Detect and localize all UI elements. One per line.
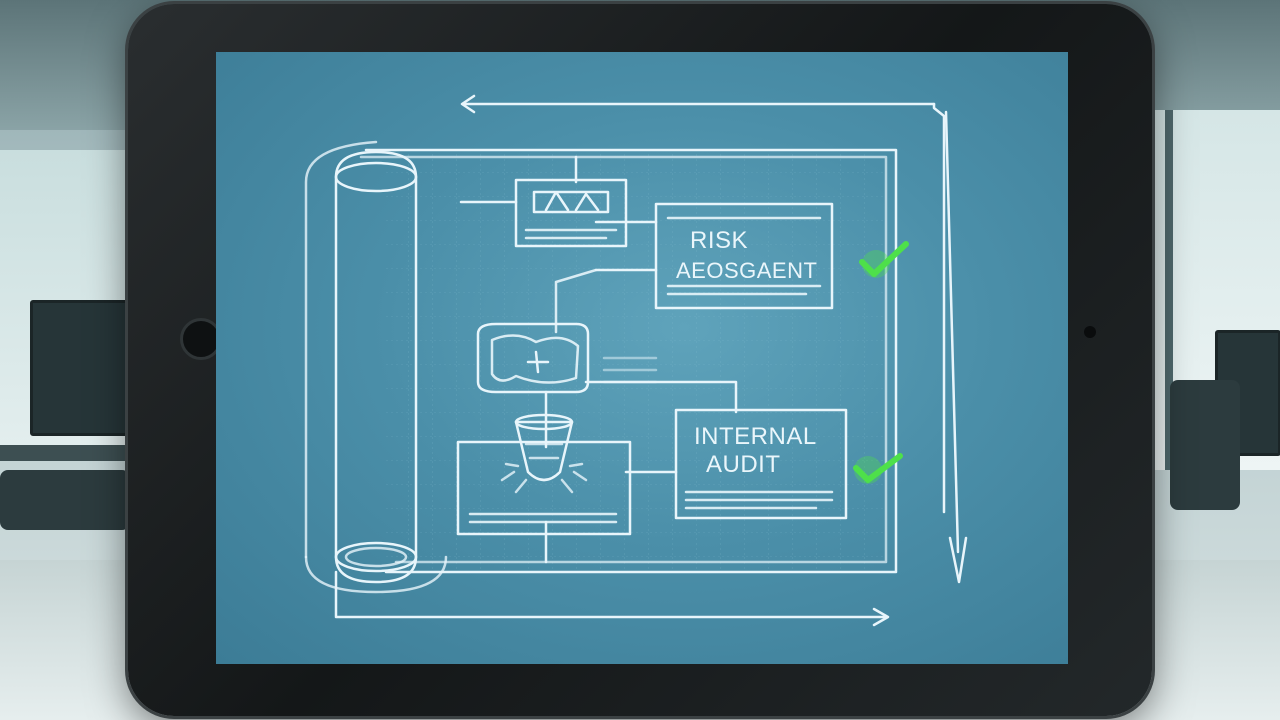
tablet-device: RISK AEOSGAENT INTERNAL AUDIT [128, 4, 1152, 716]
risk-box-line1: RISK [690, 227, 748, 254]
right-arrow-head [948, 536, 968, 584]
office-chair-left [0, 470, 130, 530]
tablet-screen: RISK AEOSGAENT INTERNAL AUDIT [216, 52, 1068, 664]
audit-box-line1: INTERNAL [694, 423, 817, 450]
risk-box-line2: AEOSGAENT [676, 258, 817, 283]
bottom-arrow [334, 570, 888, 619]
window-frame [1165, 110, 1173, 470]
sheet-outline [364, 148, 898, 574]
image-box-top [514, 178, 628, 248]
right-arrow [944, 110, 960, 554]
check-icon-audit [853, 453, 903, 484]
camera-icon [180, 318, 222, 360]
process-box [456, 440, 632, 536]
workflow-diagram: RISK AEOSGAENT INTERNAL AUDIT [304, 94, 968, 627]
top-arrow-head [460, 94, 476, 114]
sensor-dot [1084, 326, 1096, 338]
risk-assessment-box [654, 202, 834, 310]
check-icon [859, 241, 909, 278]
device-sketch [476, 322, 590, 394]
audit-box-line2: AUDIT [706, 451, 781, 478]
internal-audit-box [674, 408, 848, 520]
bottom-arrow-head [872, 607, 890, 627]
funnel-sketch [514, 420, 574, 482]
office-chair [1170, 380, 1240, 510]
